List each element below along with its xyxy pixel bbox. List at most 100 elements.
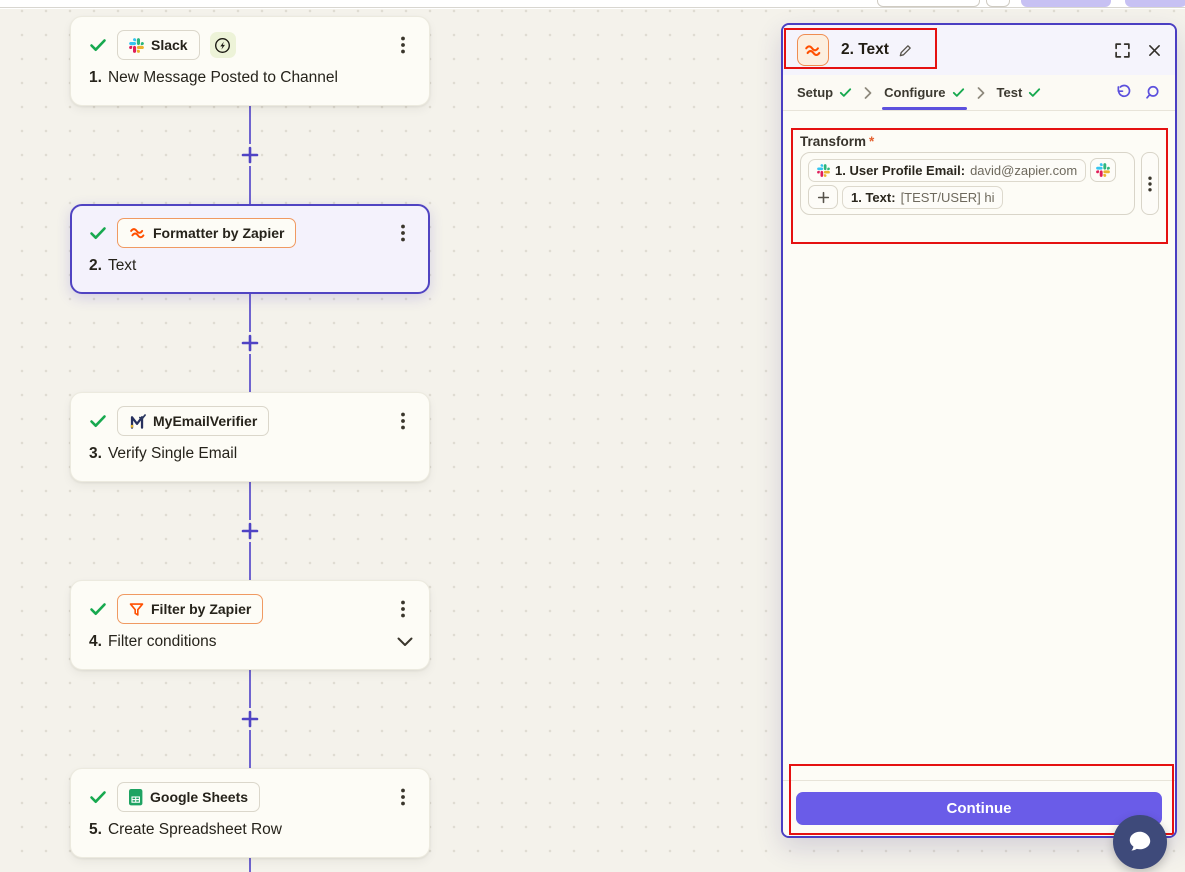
filter-funnel-icon (129, 602, 144, 617)
add-step-button-3[interactable] (239, 520, 261, 542)
chevron-right-icon (864, 87, 872, 99)
close-panel-button[interactable] (1148, 44, 1161, 57)
required-marker: * (869, 134, 875, 149)
step-menu-button[interactable] (393, 785, 413, 809)
transform-field-row: 1. User Profile Email: david@zapier.com … (800, 152, 1159, 215)
kebab-icon (401, 788, 405, 806)
add-step-button-1[interactable] (239, 144, 261, 166)
chat-widget-button[interactable] (1113, 815, 1167, 869)
transform-field-label: Transform* (800, 134, 874, 149)
step-number: 5. (89, 821, 102, 838)
success-check-icon (89, 36, 107, 54)
transform-input[interactable]: 1. User Profile Email: david@zapier.com … (800, 152, 1135, 215)
step-number: 3. (89, 445, 102, 462)
step-card-3-myemailverifier[interactable]: MyEmailVerifier 3. Verify Single Email (70, 392, 430, 482)
kebab-icon (401, 600, 405, 618)
chevron-right-icon (977, 87, 985, 99)
panel-app-iconbox (797, 34, 829, 66)
tab-test[interactable]: Test (997, 75, 1042, 110)
step-number: 4. (89, 633, 102, 650)
transform-field-menu-button[interactable] (1141, 152, 1159, 215)
kebab-icon (401, 36, 405, 54)
toolbar-button-3[interactable] (1021, 0, 1111, 7)
step-card-4-filter[interactable]: Filter by Zapier 4. Filter conditions (70, 580, 430, 670)
plus-icon (240, 521, 260, 541)
add-step-button-4[interactable] (239, 708, 261, 730)
step-card-2-formatter[interactable]: Formatter by Zapier 2. Text (70, 204, 430, 294)
google-sheets-icon (129, 789, 143, 806)
slack-icon (129, 38, 144, 53)
token-label: 1. User Profile Email: (835, 162, 966, 178)
tab-label: Test (996, 85, 1023, 100)
plus-icon (240, 145, 260, 165)
revert-button[interactable] (1114, 84, 1131, 101)
step-title: Verify Single Email (107, 445, 238, 462)
instant-trigger-badge (209, 32, 236, 58)
mapped-token-text[interactable]: 1. Text: [TEST/USER] hi (842, 185, 1004, 209)
success-check-icon (89, 412, 107, 430)
toolbar-button-2[interactable] (986, 0, 1010, 7)
token-value: [TEST/USER] hi (900, 189, 995, 205)
tab-configure[interactable]: Configure (882, 75, 967, 110)
tab-label: Configure (884, 85, 946, 100)
toolbar-button-4[interactable] (1125, 0, 1185, 7)
panel-body: Transform* 1. User Profile Email: david@… (783, 111, 1175, 780)
expand-icon (1114, 42, 1131, 59)
rename-step-button[interactable] (898, 43, 913, 58)
chevron-down-icon (397, 637, 413, 647)
formatter-squiggle-icon (804, 44, 822, 57)
app-badge-formatter: Formatter by Zapier (117, 218, 297, 248)
undo-icon (1114, 84, 1131, 101)
pencil-icon (898, 43, 913, 58)
app-badge-label: Slack (151, 37, 188, 53)
expand-panel-button[interactable] (1114, 42, 1131, 59)
insert-field-button[interactable] (808, 185, 838, 209)
search-fields-button[interactable] (1144, 84, 1161, 101)
token-value: david@zapier.com (970, 162, 1078, 178)
token-label: 1. Text: (851, 189, 896, 205)
continue-button[interactable]: Continue (796, 792, 1162, 825)
myemailverifier-icon (129, 413, 146, 430)
step-menu-button[interactable] (393, 221, 413, 245)
add-step-button-2[interactable] (239, 332, 261, 354)
panel-footer: Continue (783, 780, 1175, 836)
step-title: Filter conditions (107, 633, 217, 650)
search-icon (1144, 84, 1161, 101)
success-check-icon (89, 600, 107, 618)
success-check-icon (89, 224, 107, 242)
step-menu-button[interactable] (393, 597, 413, 621)
plus-icon (240, 709, 260, 729)
step-config-panel: 2. Text Setup Configure (781, 23, 1177, 838)
tab-setup[interactable]: Setup (797, 75, 852, 110)
plus-icon (817, 191, 830, 204)
plus-icon (240, 333, 260, 353)
success-check-icon (89, 788, 107, 806)
check-icon (839, 86, 852, 99)
check-icon (952, 86, 965, 99)
kebab-icon (401, 224, 405, 242)
app-badge-label: MyEmailVerifier (153, 413, 258, 429)
step-card-1-slack-trigger[interactable]: Slack 1. New Message Posted to Channel (70, 16, 430, 106)
step-number: 2. (89, 257, 102, 274)
panel-header: 2. Text (783, 25, 1175, 75)
expand-conditions-button[interactable] (397, 637, 413, 647)
app-badge-filter: Filter by Zapier (117, 594, 264, 624)
step-number: 1. (89, 69, 102, 86)
mapped-token-user-profile-email[interactable]: 1. User Profile Email: david@zapier.com (808, 158, 1087, 182)
step-card-5-google-sheets[interactable]: Google Sheets 5. Create Spreadsheet Row (70, 768, 430, 858)
step-menu-button[interactable] (393, 33, 413, 57)
step-menu-button[interactable] (393, 409, 413, 433)
field-label-text: Transform (800, 134, 867, 149)
insert-slack-field-button[interactable] (1090, 158, 1117, 182)
slack-icon (817, 164, 830, 177)
kebab-icon (1148, 176, 1152, 192)
app-badge-slack: Slack (117, 30, 200, 60)
toolbar-button-1[interactable] (877, 0, 980, 7)
step-title: New Message Posted to Channel (107, 69, 338, 86)
slack-icon (1096, 163, 1110, 177)
close-icon (1148, 44, 1161, 57)
panel-tabs: Setup Configure Test (783, 75, 1175, 111)
panel-title: 2. Text (841, 41, 889, 58)
app-badge-label: Filter by Zapier (151, 601, 252, 617)
